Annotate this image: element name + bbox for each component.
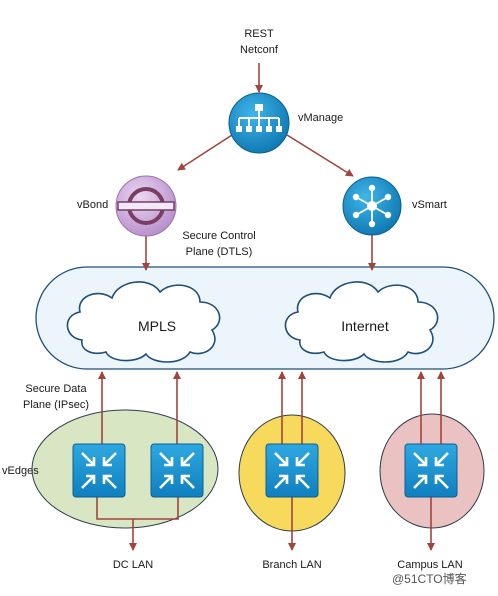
- internet-label: Internet: [341, 318, 389, 334]
- vmanage-icon[interactable]: [228, 92, 290, 154]
- vedge-campus-icon[interactable]: [404, 443, 458, 498]
- mpls-cloud: [66, 281, 221, 363]
- vedge-dc-1-icon[interactable]: [72, 443, 126, 498]
- data-plane-label-line2: Plane (IPsec): [22, 399, 90, 411]
- dc-lan-label: DC LAN: [112, 559, 154, 571]
- arrow-vmanage-to-vbond: [177, 134, 233, 171]
- mpls-label: MPLS: [137, 318, 177, 334]
- control-plane-label-line1: Secure Control: [182, 230, 256, 242]
- vsmart-label: vSmart: [412, 199, 447, 211]
- control-plane-label-line2: Plane (DTLS): [185, 246, 253, 258]
- control-arrows: [142, 63, 376, 271]
- vedge-dc-2-icon[interactable]: [150, 443, 204, 498]
- branch-lan-label: Branch LAN: [262, 559, 322, 571]
- campus-lan-label: Campus LAN: [397, 559, 463, 571]
- vmanage-label: vManage: [298, 112, 344, 124]
- netconf-label: Netconf: [240, 44, 278, 56]
- rest-label: REST: [244, 28, 274, 40]
- data-plane-arrows: [98, 371, 445, 445]
- vsmart-icon[interactable]: [342, 176, 402, 236]
- internet-cloud: [284, 281, 439, 363]
- data-plane-label-line1: Secure Data: [25, 383, 87, 395]
- dc-lan-bus: [96, 497, 179, 520]
- arrow-vmanage-to-vsmart: [286, 134, 354, 177]
- lan-connectors: [96, 497, 435, 551]
- vedge-branch-icon[interactable]: [265, 443, 319, 498]
- vedges-label: vEdges: [2, 465, 39, 477]
- vbond-label: vBond: [77, 199, 109, 211]
- vbond-icon[interactable]: [115, 175, 177, 237]
- watermark-label: @51CTO博客: [392, 572, 467, 586]
